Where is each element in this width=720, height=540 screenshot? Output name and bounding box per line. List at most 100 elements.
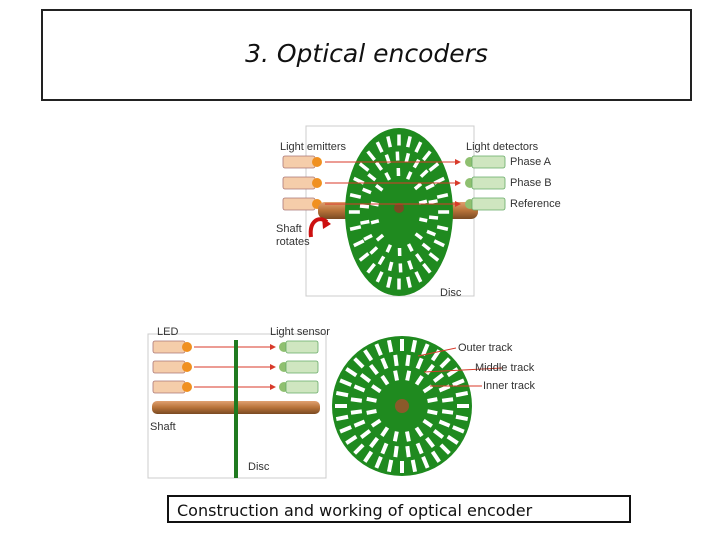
disc-slot bbox=[375, 233, 385, 242]
disc-slot bbox=[395, 151, 400, 161]
disc-slot bbox=[370, 219, 380, 225]
front-disc-tracks bbox=[335, 339, 469, 473]
disc-slot bbox=[374, 161, 384, 171]
disc-slot bbox=[384, 172, 392, 181]
disc-slot bbox=[452, 378, 465, 387]
disc-slot bbox=[366, 396, 377, 403]
disc-slot bbox=[369, 436, 379, 449]
disc-slot bbox=[405, 354, 411, 367]
disc-slot bbox=[455, 414, 469, 422]
disc-slot bbox=[345, 367, 358, 378]
disc-slot bbox=[348, 210, 360, 214]
disc-slot bbox=[418, 199, 428, 205]
label-inner-track: Inner track bbox=[483, 380, 535, 392]
disc-slot bbox=[446, 367, 459, 378]
disc-slot bbox=[430, 349, 441, 362]
caption-box: Construction and working of optical enco… bbox=[167, 495, 631, 523]
disc-slot bbox=[353, 419, 366, 428]
disc-slot bbox=[375, 271, 384, 283]
disc-slot bbox=[425, 436, 435, 449]
disc-slot bbox=[415, 357, 424, 370]
disc-slot bbox=[369, 363, 379, 376]
disc-slot bbox=[404, 152, 411, 163]
disc-slot bbox=[428, 162, 440, 172]
disc-slot bbox=[428, 199, 438, 205]
disc-slot bbox=[375, 141, 384, 153]
disc-slot bbox=[441, 409, 454, 415]
disc-slot bbox=[335, 404, 347, 408]
disc-slot bbox=[380, 426, 390, 437]
label-middle-track: Middle track bbox=[475, 362, 535, 374]
label-bottom-disc: Disc bbox=[248, 461, 270, 473]
label-light-detectors: Light detectors bbox=[466, 141, 539, 153]
disc-slot bbox=[419, 217, 428, 223]
disc-slot bbox=[438, 419, 451, 428]
label-shaft-rotates-2: rotates bbox=[276, 236, 310, 248]
light-sensors bbox=[279, 340, 319, 394]
label-bottom-shaft: Shaft bbox=[150, 421, 176, 433]
disc-slot bbox=[422, 150, 432, 162]
disc-slot bbox=[410, 339, 418, 353]
disc-slot bbox=[363, 233, 373, 242]
disc-slot bbox=[358, 252, 370, 262]
disc-slot bbox=[436, 193, 449, 199]
disc-slot bbox=[425, 182, 435, 191]
disc-slot bbox=[397, 247, 402, 257]
disc-slot bbox=[380, 357, 389, 370]
disc-slot bbox=[339, 378, 352, 387]
disc-slot bbox=[371, 384, 382, 394]
disc-slot bbox=[455, 390, 469, 398]
disc-slot bbox=[422, 262, 432, 274]
disc-slot bbox=[436, 225, 449, 231]
disc-slot bbox=[386, 339, 394, 353]
disc-slot bbox=[421, 456, 430, 469]
disc-slot bbox=[428, 252, 440, 262]
disc-slot bbox=[393, 445, 399, 458]
slide-title: 3. Optical encoders bbox=[245, 39, 488, 68]
disc-slot bbox=[393, 354, 399, 367]
title-box: 3. Optical encoders bbox=[41, 9, 692, 101]
bottom-diagram: LED Light sensor Shaft Disc Outer track … bbox=[147, 326, 535, 479]
disc-slot bbox=[353, 443, 365, 455]
disc-slot bbox=[367, 173, 377, 182]
disc-slot bbox=[359, 204, 370, 209]
disc-slot bbox=[422, 384, 434, 394]
disc-slot bbox=[339, 425, 352, 434]
disc-slot bbox=[446, 434, 459, 445]
disc-slot bbox=[374, 184, 384, 192]
label-phase-a: Phase A bbox=[510, 156, 552, 168]
disc-slot bbox=[380, 442, 389, 455]
disc-slot bbox=[410, 459, 418, 473]
disc-slot bbox=[452, 425, 465, 434]
label-outer-track: Outer track bbox=[458, 342, 513, 354]
disc-slot bbox=[369, 246, 379, 255]
disc-slot bbox=[363, 349, 374, 362]
disc-slot bbox=[386, 136, 392, 148]
label-light-emitters: Light emitters bbox=[280, 141, 347, 153]
disc-slot bbox=[358, 162, 370, 172]
disc-slot bbox=[428, 215, 439, 220]
disc-slot bbox=[374, 456, 383, 469]
disc-slot bbox=[421, 343, 430, 356]
caption: Construction and working of optical enco… bbox=[177, 501, 533, 520]
disc-slot bbox=[406, 276, 412, 288]
disc-slot bbox=[405, 171, 413, 180]
disc-slot bbox=[415, 442, 424, 455]
disc-slot bbox=[427, 409, 438, 416]
disc-slot bbox=[407, 260, 414, 270]
disc-slot bbox=[363, 450, 374, 463]
disc-slot bbox=[422, 418, 433, 428]
disc-slot bbox=[366, 409, 377, 415]
disc-slot bbox=[353, 239, 365, 248]
disc-slot bbox=[439, 357, 451, 369]
disc-slot bbox=[421, 242, 431, 251]
disc-slot bbox=[374, 343, 383, 356]
disc-slot bbox=[359, 373, 372, 383]
disc-slot bbox=[393, 370, 399, 381]
disc-slot bbox=[414, 271, 423, 283]
disc-slot bbox=[349, 193, 362, 199]
disc-slot bbox=[387, 261, 394, 272]
disc-slot bbox=[353, 384, 366, 393]
disc-slot bbox=[414, 426, 424, 438]
